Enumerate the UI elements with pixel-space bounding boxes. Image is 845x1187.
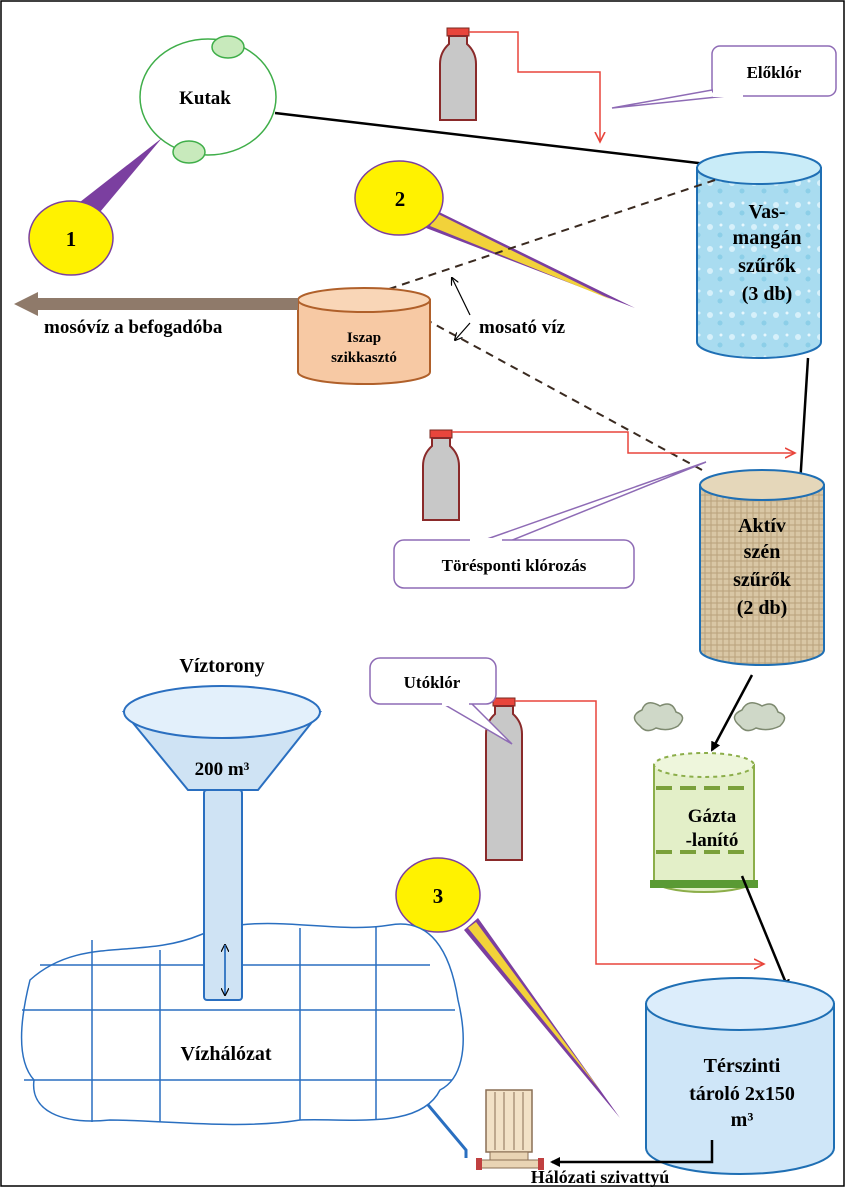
flow-arrow-wells-to-iron-filter <box>274 111 717 170</box>
iron-filter-label-4: (3 db) <box>742 283 793 305</box>
network-label: Vízhálózat <box>180 1043 271 1065</box>
flow-arrow-iron-to-carbon <box>795 357 810 487</box>
wash-out-arrow: mosóvíz a befogadóba <box>14 292 298 338</box>
breakpoint-label-box: Törésponti klórozás <box>393 461 707 589</box>
chlorine-bottle-icon <box>485 697 523 861</box>
prechlorine-label-box: Előklór <box>611 45 837 109</box>
prechlorine-line <box>469 31 600 142</box>
storage-label-2: tároló 2x150 <box>689 1083 795 1105</box>
callout-3: 3 <box>395 857 620 1118</box>
sludge-label-2: szikkasztó <box>331 350 397 366</box>
wash-arrow-down <box>455 322 471 340</box>
wells: Kutak <box>139 35 277 164</box>
tower-label: Víztorony <box>179 655 264 677</box>
postchlorine-line <box>515 700 764 964</box>
callout-2-label: 2 <box>395 187 406 211</box>
wash-out-label: mosóvíz a befogadóba <box>44 317 223 338</box>
active-carbon-filter: Aktív szén szűrők (2 db) <box>699 469 825 666</box>
water-tower-icon: 200 m³ <box>121 685 323 1001</box>
pump-icon <box>476 1089 544 1170</box>
callout-3-label: 3 <box>433 884 444 908</box>
flow-arrow-carbon-to-degasser <box>710 674 754 752</box>
chlorine-bottle-icon <box>422 429 460 521</box>
degasser: Gázta -lanító <box>633 702 786 893</box>
iron-filter-label-1: Vas- <box>748 201 785 223</box>
ground-storage-tank: Térszinti tároló 2x150 m³ <box>645 977 835 1175</box>
degas-label-2: -lanító <box>686 830 739 851</box>
prechlorine-label: Előklór <box>747 63 802 82</box>
wash-water-label: mosató víz <box>479 317 566 338</box>
iron-manganese-filter: Vas- mangán szűrők (3 db) <box>696 151 822 359</box>
callout-2: 2 <box>354 160 635 308</box>
wash-arrow-up <box>452 278 471 316</box>
carbon-label-1: Aktív <box>738 515 786 537</box>
iron-filter-label-2: mangán <box>733 227 802 249</box>
degas-label-1: Gázta <box>688 806 737 827</box>
water-network: Vízhálózat <box>20 922 464 1126</box>
breakpoint-chlorine-line <box>452 431 795 453</box>
carbon-label-2: szén <box>744 541 781 563</box>
carbon-label-3: szűrők <box>733 569 792 591</box>
carbon-label-4: (2 db) <box>737 597 788 619</box>
chlorine-bottle-icon <box>439 27 477 121</box>
postchlorine-label-box: Utóklór <box>369 657 513 745</box>
sludge-label-1: Iszap <box>347 330 381 346</box>
storage-label-1: Térszinti <box>704 1055 781 1077</box>
callout-1-label: 1 <box>66 227 77 251</box>
postchlorine-label: Utóklór <box>404 673 461 692</box>
breakpoint-label: Törésponti klórozás <box>442 556 587 575</box>
callout-1: 1 <box>28 138 162 276</box>
wash-water-line-iron <box>362 179 716 298</box>
sludge-drying-tank: Iszap szikkasztó <box>297 287 431 385</box>
wash-water-line-carbon <box>390 300 703 471</box>
flow-arrow-storage-to-pump <box>550 1140 714 1167</box>
flow-arrow-degasser-to-storage <box>740 875 790 990</box>
tower-volume-label: 200 m³ <box>195 759 250 780</box>
iron-filter-label-3: szűrők <box>738 255 797 277</box>
wells-label: Kutak <box>179 88 231 109</box>
storage-label-3: m³ <box>731 1109 754 1131</box>
pump-label: Hálózati szivattyú <box>531 1167 669 1187</box>
